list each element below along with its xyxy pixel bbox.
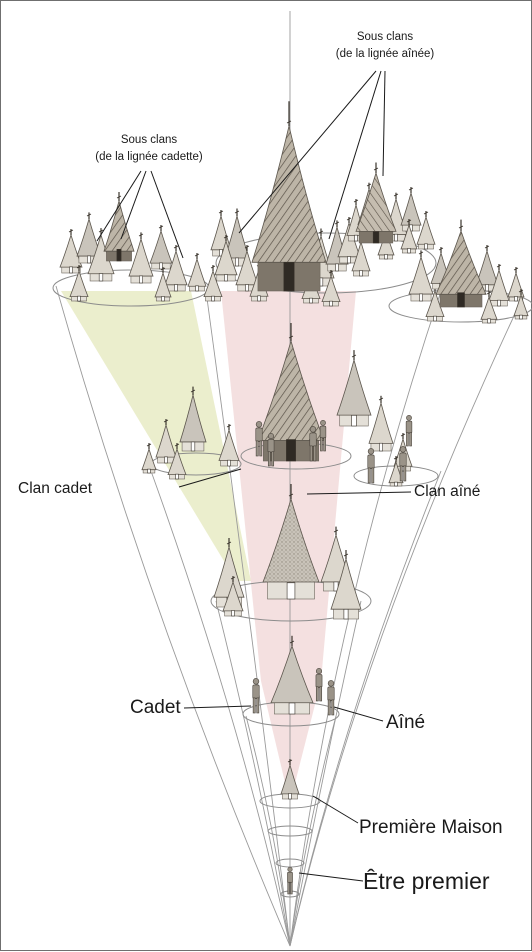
label-sous-clans-ainee-1: Sous clans — [357, 31, 414, 43]
hut — [388, 456, 404, 487]
hut — [400, 187, 422, 232]
hut — [321, 270, 341, 307]
hut — [214, 235, 238, 282]
hut — [330, 550, 362, 620]
hut — [400, 219, 418, 254]
hut — [187, 253, 207, 292]
label-cadet: Cadet — [130, 697, 181, 718]
hut — [235, 245, 259, 292]
hut — [262, 484, 320, 600]
figure — [309, 426, 317, 462]
hut — [416, 211, 436, 250]
hut — [59, 229, 83, 274]
figures — [252, 414, 413, 895]
label-clan-cadet: Clan cadet — [18, 480, 93, 497]
hut — [336, 350, 372, 427]
hut — [149, 225, 173, 270]
figure — [319, 419, 327, 452]
figure — [315, 668, 323, 702]
hut — [270, 635, 314, 715]
hut — [141, 443, 157, 474]
hut — [103, 192, 135, 262]
figure — [255, 421, 263, 457]
hut — [513, 289, 529, 320]
hut — [203, 265, 223, 302]
figure — [267, 433, 275, 467]
label-aine: Aîné — [386, 712, 425, 733]
label-clan-aine: Clan aîné — [414, 483, 480, 500]
figure — [405, 414, 413, 447]
figure — [367, 448, 375, 484]
hut — [251, 101, 327, 292]
hut — [480, 291, 498, 324]
hut — [222, 576, 244, 617]
huts — [59, 101, 529, 800]
hut — [507, 267, 525, 302]
figure — [399, 446, 407, 482]
hut — [154, 267, 172, 302]
cadet-lineage-band — [61, 291, 251, 581]
label-sous-clans-cadette-1: Sous clans — [121, 134, 178, 146]
leader-lines — [96, 70, 412, 882]
label-premiere-maison: Première Maison — [359, 817, 503, 838]
label-sous-clans-cadette-2: (de la lignée cadette) — [95, 151, 203, 163]
hut — [408, 250, 434, 302]
hut — [218, 424, 240, 467]
hut — [368, 395, 394, 452]
hut — [69, 265, 89, 302]
hut — [425, 285, 445, 322]
figure — [252, 678, 260, 714]
hut — [280, 759, 300, 800]
hut — [488, 264, 510, 307]
figure — [327, 680, 335, 716]
hut — [164, 245, 188, 292]
hut — [435, 219, 487, 308]
label-sous-clans-ainee-2: (de la lignée aînée) — [336, 48, 435, 60]
hut — [257, 323, 325, 462]
hut — [179, 386, 207, 452]
label-etre-premier: Être premier — [363, 868, 490, 894]
hut — [167, 443, 187, 480]
hut — [355, 162, 397, 244]
hut — [76, 212, 102, 264]
figure — [287, 866, 293, 895]
hut — [128, 232, 154, 284]
